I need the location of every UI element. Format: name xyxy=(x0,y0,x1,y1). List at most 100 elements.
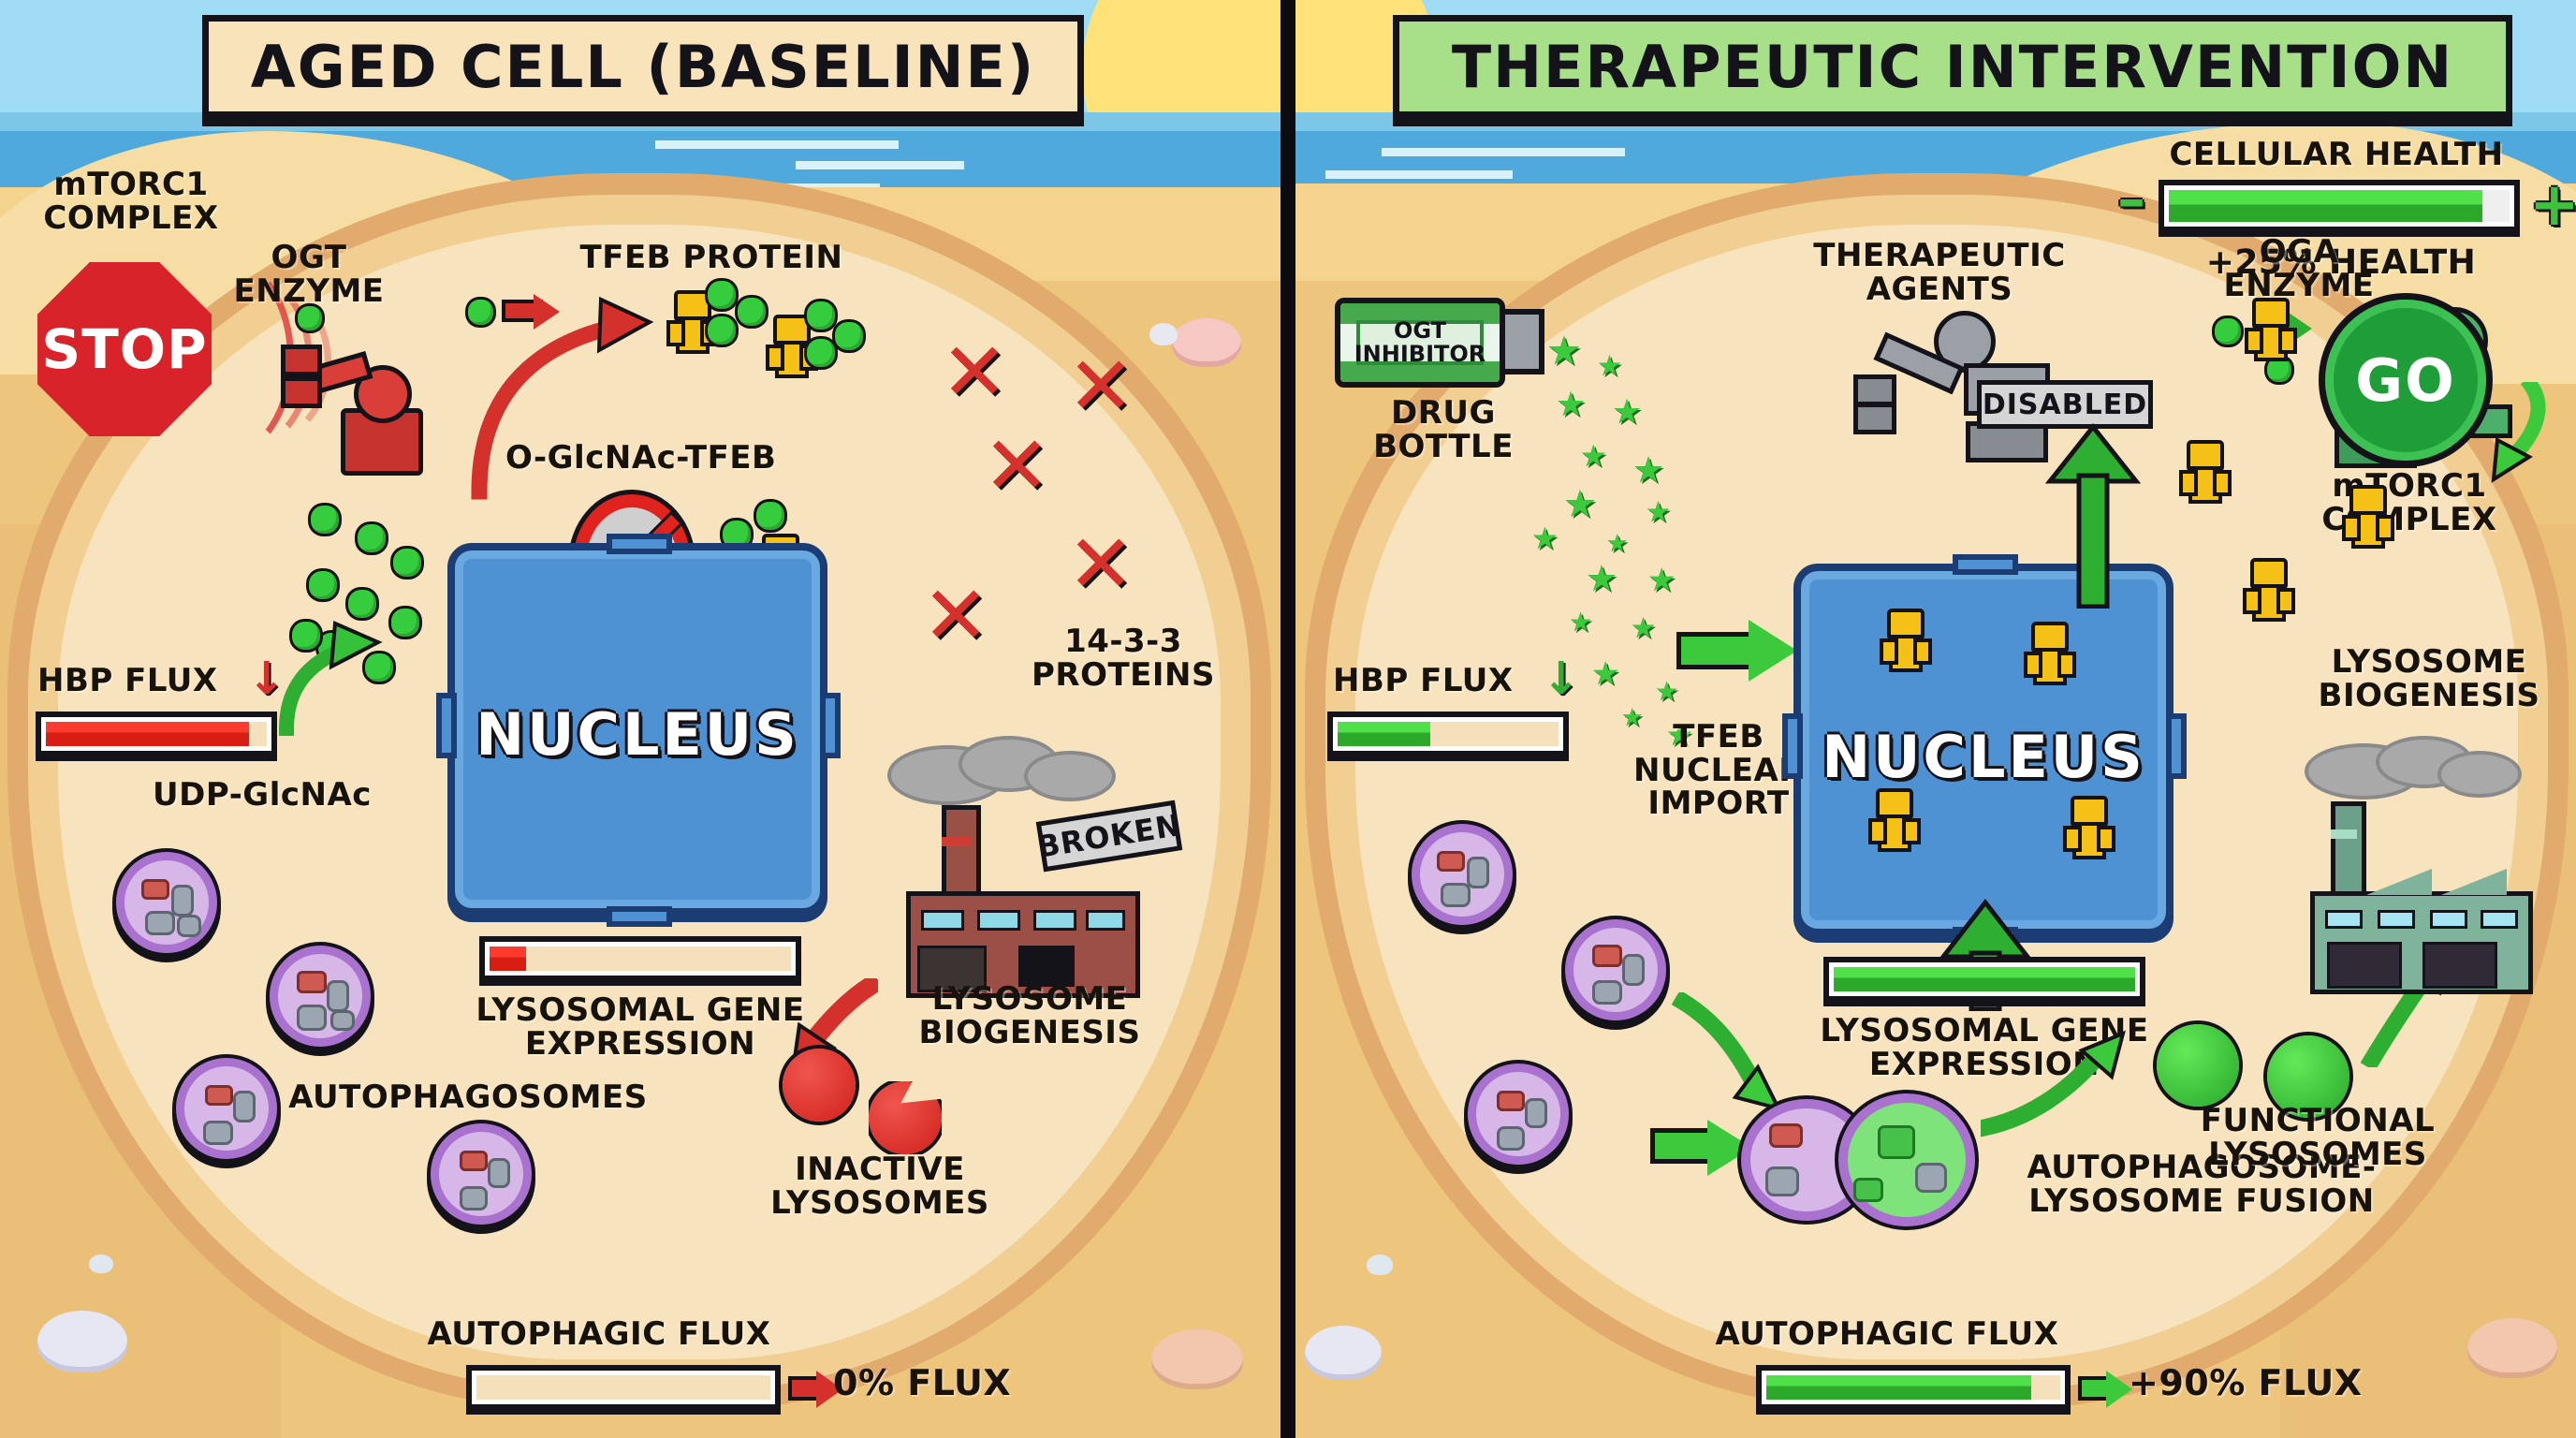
hbp-flux-fill-left xyxy=(46,722,250,746)
autophagic-flux-track-right xyxy=(1766,1375,2060,1400)
o-glcnac-tfeb-label: O-GlcNAc-TFEB xyxy=(505,439,777,477)
nuclear-pore xyxy=(1782,713,1803,779)
udp-glcnac-dot xyxy=(292,622,320,650)
autophagosome-icon xyxy=(1412,824,1513,925)
agent-star-icon: ★ xyxy=(1612,393,1643,432)
disabled-tag: DISABLED xyxy=(1977,380,2153,429)
x-mark-icon: ✕ xyxy=(983,419,1051,513)
agent-star-icon: ★ xyxy=(1569,607,1593,638)
drug-bottle-caption: DRUG BOTTLE xyxy=(1373,394,1514,465)
agent-star-icon: ★ xyxy=(1621,704,1644,732)
hbp-flux-down-arrow-icon: ↓ xyxy=(1542,653,1581,705)
nucleus-left: NUCLEUS xyxy=(447,543,827,916)
nuclear-pore xyxy=(436,693,457,758)
autophagic-flux-track-left xyxy=(476,1375,770,1400)
tfeb-person-icon xyxy=(2024,622,2076,689)
ogt-enzyme-label: OGT ENZYME xyxy=(233,239,385,310)
agent-star-icon: ★ xyxy=(1646,496,1671,529)
agent-star-icon: ★ xyxy=(1556,386,1587,424)
x-mark-icon: ✕ xyxy=(1067,340,1135,433)
red-arrow-icon xyxy=(792,1369,846,1408)
panel-title-right: THERAPEUTIC INTERVENTION xyxy=(1451,32,2454,101)
tfeb-person-icon xyxy=(1880,609,1932,676)
nuclear-pore xyxy=(607,906,672,927)
panel-therapeutic-intervention: THERAPEUTIC INTERVENTION CELLULAR HEALTH… xyxy=(1288,0,2576,1438)
glcnac-dot xyxy=(708,281,736,309)
glcnac-dot xyxy=(807,339,835,367)
disabled-tag-label: DISABLED xyxy=(1982,388,2148,421)
tfeb-person-icon xyxy=(766,315,818,382)
autophagic-flux-label-right: AUTOPHAGIC FLUX xyxy=(1715,1315,2059,1353)
gene-expression-track-right xyxy=(1834,967,2135,991)
cellular-health-label: CELLULAR HEALTH xyxy=(2169,136,2504,173)
glcnac-dot xyxy=(756,502,784,530)
agent-star-icon: ★ xyxy=(1546,328,1582,374)
hbp-flux-track-left xyxy=(46,722,267,746)
shell-icon xyxy=(1172,318,1241,367)
glcnac-dot xyxy=(2215,318,2241,345)
healthy-factory-icon xyxy=(2310,801,2535,994)
autophagosome-icon xyxy=(176,1058,277,1159)
shell-icon xyxy=(1305,1326,1382,1380)
sea-foam xyxy=(796,161,964,169)
mtorc1-label-right: mTORC1 COMPLEX xyxy=(2321,467,2497,538)
udp-glcnac-dot xyxy=(311,506,339,534)
nuclear-import-arrow-icon xyxy=(1681,620,1803,682)
agent-star-icon: ★ xyxy=(1631,612,1656,645)
hbp-flux-bar-right xyxy=(1327,712,1569,756)
tfeb-person-icon xyxy=(2179,440,2232,507)
udp-glcnac-dot xyxy=(348,590,376,618)
agent-star-icon: ★ xyxy=(1632,449,1665,491)
agent-star-icon: ★ xyxy=(1563,483,1597,526)
hbp-flux-fill-right xyxy=(1338,722,1431,746)
udp-glcnac-dot xyxy=(309,571,337,599)
functional-lysosome-icon xyxy=(2267,1035,2349,1118)
udp-glcnac-arrow-icon xyxy=(270,618,391,740)
tfeb-person-icon xyxy=(2245,298,2297,365)
gene-expression-fill-right xyxy=(1834,967,2135,991)
cellular-health-track xyxy=(2169,190,2510,222)
autophagosome-icon xyxy=(116,852,217,953)
shell-icon xyxy=(2467,1318,2557,1378)
nuclear-pore xyxy=(607,534,672,554)
go-sign-label: GO xyxy=(2355,345,2456,415)
agent-star-icon: ★ xyxy=(1606,530,1629,558)
functional-lysosome-icon xyxy=(2157,1024,2239,1107)
autophagic-flux-value-left: 0% FLUX xyxy=(833,1362,1012,1403)
tfeb-person-icon xyxy=(2342,485,2394,552)
x-mark-icon: ✕ xyxy=(941,326,1009,419)
autophagic-flux-bar-right xyxy=(1756,1365,2071,1410)
lysosome-biogenesis-label-right: LYSOSOME BIOGENESIS xyxy=(2318,643,2540,714)
x-mark-icon: ✕ xyxy=(922,569,990,663)
functional-lysosome-arrow-icon xyxy=(1976,1028,2130,1140)
hbp-flux-bar-left xyxy=(36,712,277,756)
functional-lysosomes-label: FUNCTIONAL LYSOSOMES xyxy=(2200,1102,2436,1173)
panel-title-banner-left: AGED CELL (BASELINE) xyxy=(202,15,1084,118)
tfeb-protein-label: TFEB PROTEIN xyxy=(579,239,843,276)
panel-title-banner-right: THERAPEUTIC INTERVENTION xyxy=(1393,15,2512,118)
export-arrow-svg xyxy=(2044,422,2142,609)
hbp-flux-label-right: HBP FLUX xyxy=(1333,662,1514,699)
autophagic-flux-value-right: +90% FLUX xyxy=(2129,1362,2363,1403)
sea-foam xyxy=(1325,170,1513,179)
glcnac-dot xyxy=(835,322,863,350)
therapeutic-agents-label: THERAPEUTIC AGENTS xyxy=(1813,237,2066,308)
panel-title-left: AGED CELL (BASELINE) xyxy=(250,32,1036,101)
smoke-icon xyxy=(1028,755,1112,798)
agent-star-icon: ★ xyxy=(1586,558,1618,599)
inactive-lysosome-icon xyxy=(783,1049,856,1122)
o-glcnac-arrow-icon xyxy=(451,290,666,506)
autophagosome-icon xyxy=(270,946,371,1047)
hbp-flux-label-left: HBP FLUX xyxy=(37,662,218,699)
gene-expression-bar-right xyxy=(1823,957,2145,1002)
sea-foam xyxy=(1382,148,1625,156)
nuclear-pore xyxy=(2166,713,2187,779)
ogt-robot-arm-icon xyxy=(281,328,459,477)
glcnac-dot xyxy=(298,306,322,330)
udp-glcnac-label: UDP-GlcNAc xyxy=(153,776,372,814)
agent-star-icon: ★ xyxy=(1591,655,1620,693)
o-glcnac-arrow-svg xyxy=(471,296,654,500)
udp-arrow-svg xyxy=(278,621,383,737)
autophagosome-icon xyxy=(431,1123,532,1225)
